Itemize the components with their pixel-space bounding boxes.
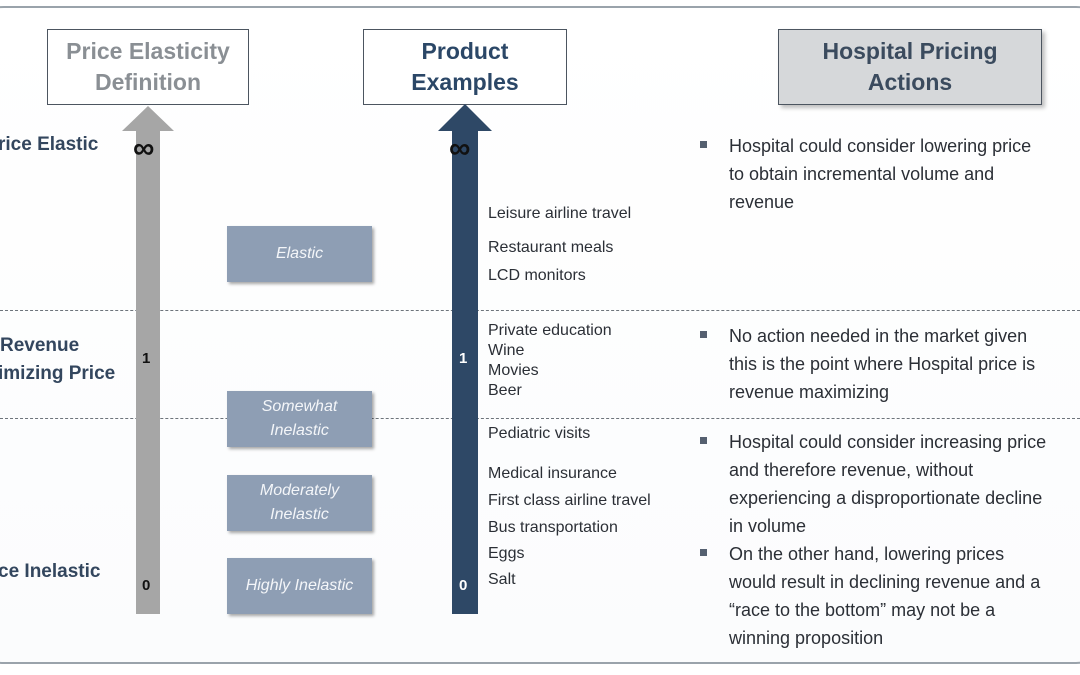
tick-zero-right: 0 <box>459 577 468 594</box>
category-elastic: Elastic <box>227 226 372 282</box>
product-item: Pediatric visits <box>488 425 591 442</box>
product-item: Medical insurance <box>488 465 617 482</box>
bullet-icon <box>700 331 707 338</box>
product-item: Wine <box>488 342 525 359</box>
product-item: First class airline travel <box>488 492 651 509</box>
divider-top <box>0 310 1080 311</box>
header-hospital-pricing-actions: Hospital Pricing Actions <box>778 29 1042 105</box>
row-label-revenue: Revenue <box>0 335 80 356</box>
grey-axis-arrow <box>122 106 174 616</box>
header-product-examples: Product Examples <box>363 29 567 105</box>
action-text: On the other hand, lowering prices would… <box>729 544 1041 648</box>
category-somewhat-inelastic: Somewhat Inelastic <box>227 391 372 447</box>
tick-one-right: 1 <box>459 350 468 367</box>
row-label-price-elastic: rice Elastic <box>0 134 99 155</box>
tick-zero-left: 0 <box>142 577 151 594</box>
row-label-price-inelastic: ce Inelastic <box>0 561 101 582</box>
divider-bottom <box>0 418 1080 419</box>
bullet-icon <box>700 437 707 444</box>
action-text: Hospital could consider lowering price t… <box>729 136 1032 212</box>
product-item: Bus transportation <box>488 519 618 536</box>
infinity-symbol-left: ∞ <box>133 132 155 165</box>
category-moderately-inelastic: Moderately Inelastic <box>227 475 372 531</box>
infinity-symbol-right: ∞ <box>449 132 471 165</box>
product-item: Private education <box>488 322 612 339</box>
header-price-elasticity-definition: Price Elasticity Definition <box>47 29 249 105</box>
action-text: Hospital could consider increasing price… <box>729 432 1047 536</box>
product-item: Salt <box>488 571 516 588</box>
product-item: LCD monitors <box>488 267 586 284</box>
product-item: Movies <box>488 362 539 379</box>
category-highly-inelastic: Highly Inelastic <box>227 558 372 614</box>
product-item: Leisure airline travel <box>488 205 632 222</box>
navy-axis-arrow <box>438 104 492 616</box>
tick-one-left: 1 <box>142 350 151 367</box>
product-item: Restaurant meals <box>488 239 614 256</box>
action-text: No action needed in the market given thi… <box>729 326 1036 402</box>
bullet-icon <box>700 141 707 148</box>
product-item: Beer <box>488 382 522 399</box>
row-label-maximizing-price: imizing Price <box>0 363 116 384</box>
outer-frame <box>0 6 1080 664</box>
bullet-icon <box>700 549 707 556</box>
product-item: Eggs <box>488 545 525 562</box>
